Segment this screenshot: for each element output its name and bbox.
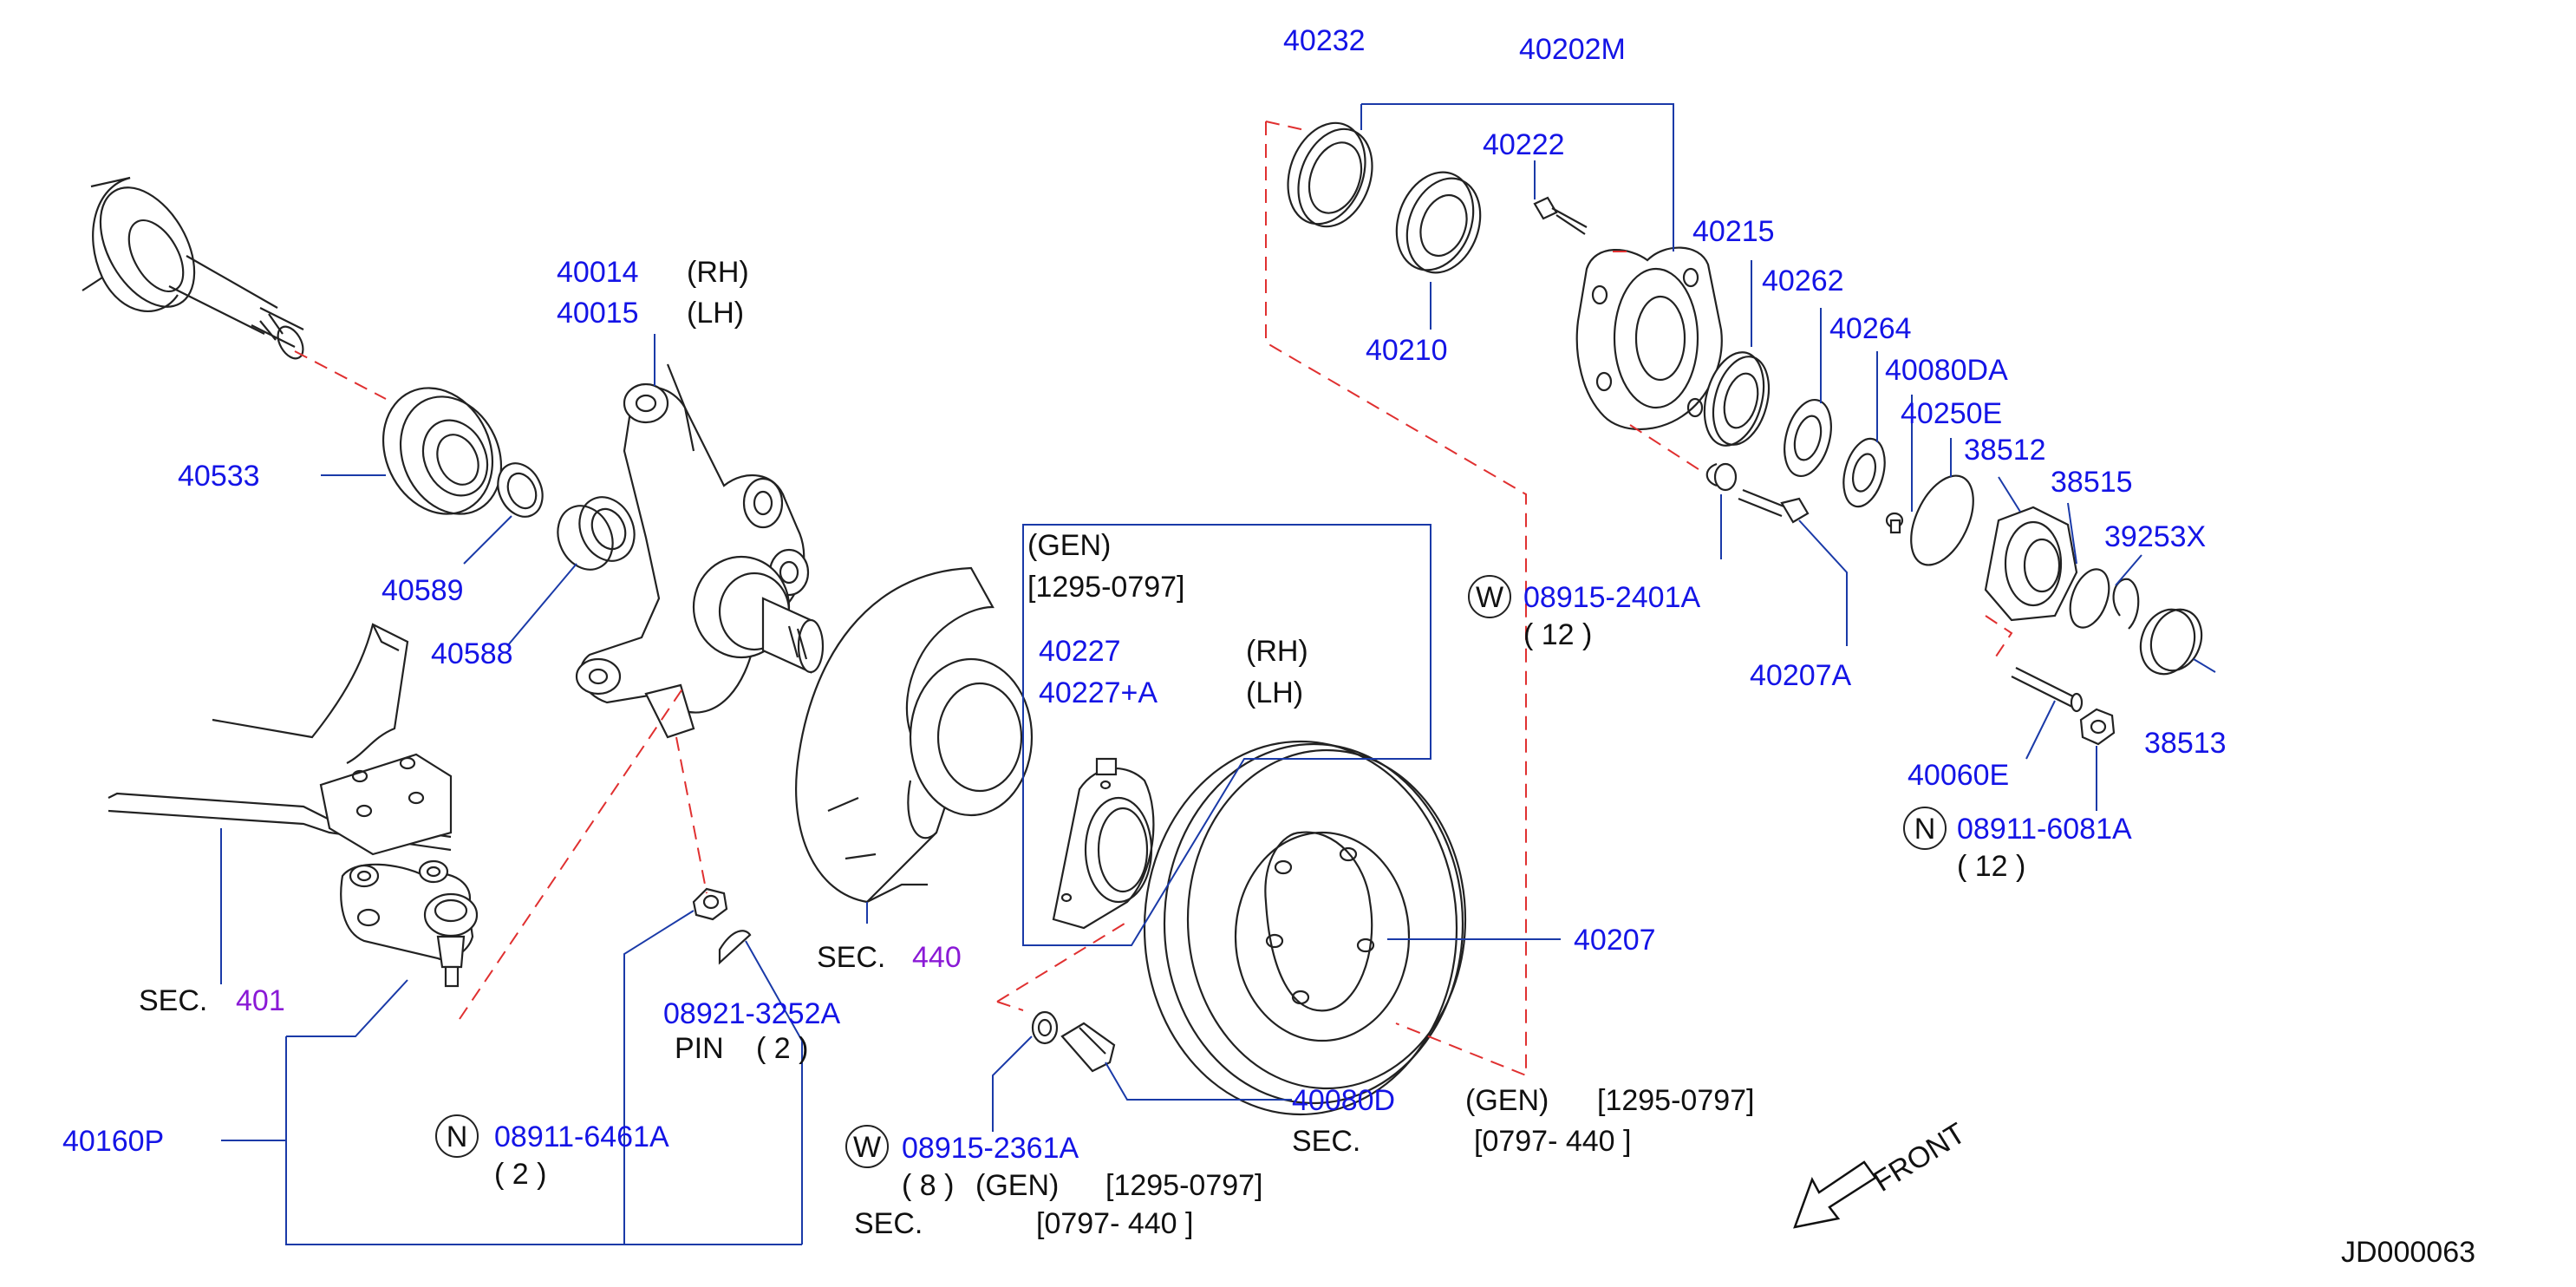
gasket-40250E-drawing (1910, 474, 1974, 566)
free-wheel-hub-38512-drawing (1984, 506, 2078, 622)
quantity-12-b: ( 12 ) (1957, 850, 2025, 883)
part-number-40080D[interactable]: 40080D (1292, 1084, 1395, 1117)
part-number-40589[interactable]: 40589 (382, 574, 464, 607)
nut-symbol-1: N (1914, 813, 1936, 846)
suspension-arm-drawing (108, 623, 453, 856)
label-range-2: [1295-0797] (1597, 1084, 1755, 1117)
front-direction-label: FRONT (1868, 1117, 1971, 1199)
part-number-38513[interactable]: 38513 (2144, 727, 2227, 760)
drive-shaft-drawing (82, 176, 304, 360)
seal-40589-drawing (497, 462, 544, 518)
label-gen-3: (GEN) (975, 1169, 1059, 1202)
section-ref-401[interactable]: 401 (236, 984, 285, 1017)
nut-symbol-2: N (447, 1120, 468, 1153)
nut-symbol-circle-1 (1903, 807, 1947, 850)
oil-seal-40232-drawing (1287, 121, 1373, 228)
washer-40262-drawing (1784, 398, 1832, 478)
hub-40202M-drawing (1575, 246, 1723, 430)
part-number-40232[interactable]: 40232 (1283, 24, 1366, 57)
part-number-40210[interactable]: 40210 (1366, 334, 1448, 367)
washer-symbol-1: W (1476, 581, 1503, 614)
label-lh-2: (LH) (1246, 676, 1303, 709)
bushing-40588-drawing (557, 496, 636, 571)
nut-08911-6081A-drawing (2079, 708, 2116, 746)
part-number-08911-6461A[interactable]: 08911-6461A (494, 1120, 669, 1153)
label-range-3b: [0797- 440 ] (1036, 1207, 1193, 1240)
dust-cover-drawing (795, 566, 1034, 904)
brake-disc-drawing (1143, 740, 1467, 1116)
part-number-39253X[interactable]: 39253X (2104, 520, 2206, 553)
part-number-40202M[interactable]: 40202M (1519, 33, 1626, 66)
quantity-2-b: ( 2 ) (494, 1158, 546, 1191)
diagram-code: JD000063 (2341, 1236, 2475, 1269)
bearing-40210-drawing (1395, 171, 1482, 274)
label-sec-2: SEC. (1292, 1125, 1360, 1158)
stud-40222-drawing (1533, 196, 1588, 235)
washer-symbol-circle-1 (1468, 575, 1511, 618)
part-number-40160P[interactable]: 40160P (62, 1125, 164, 1158)
section-ref-440[interactable]: 440 (912, 941, 962, 974)
part-number-08915-2401A[interactable]: 08915-2401A (1523, 581, 1701, 614)
part-number-40215[interactable]: 40215 (1692, 215, 1775, 248)
part-number-40014[interactable]: 40014 (557, 256, 639, 289)
part-number-40060E[interactable]: 40060E (1908, 759, 2009, 792)
part-number-40533[interactable]: 40533 (178, 460, 260, 493)
part-number-40250E[interactable]: 40250E (1901, 397, 2002, 430)
washer-08915-2401A-drawing (1705, 462, 1718, 487)
quantity-8: ( 8 ) (902, 1169, 954, 1202)
part-number-40262[interactable]: 40262 (1762, 265, 1844, 297)
label-sec-3: SEC. (854, 1207, 923, 1240)
caliper-plate-drawing (1052, 757, 1155, 930)
part-number-08911-6081A[interactable]: 08911-6081A (1957, 813, 2132, 846)
nut-symbol-circle-2 (435, 1114, 479, 1158)
gen-box-title: (GEN) (1027, 529, 1111, 562)
part-number-38515[interactable]: 38515 (2051, 466, 2133, 499)
gen-box-range: [1295-0797] (1027, 571, 1185, 604)
bolt-40207A-drawing (1713, 462, 1810, 524)
part-number-40227[interactable]: 40227 (1039, 635, 1121, 668)
part-number-40015[interactable]: 40015 (557, 297, 639, 330)
bearing-40533-drawing (382, 387, 503, 515)
part-number-40264[interactable]: 40264 (1829, 312, 1912, 345)
part-number-40207[interactable]: 40207 (1574, 924, 1656, 957)
label-gen-2: (GEN) (1465, 1084, 1549, 1117)
section-ref-401-prefix: SEC. (139, 984, 207, 1017)
snap-ring-38515-drawing (2069, 568, 2110, 629)
part-number-40588[interactable]: 40588 (431, 637, 513, 670)
screw-40080DA-drawing (1885, 512, 1904, 534)
lock-washer-40264-drawing (1842, 437, 1886, 508)
stud-40060E-drawing (2011, 667, 2084, 713)
label-range-3: [1295-0797] (1105, 1169, 1263, 1202)
part-number-40222[interactable]: 40222 (1483, 128, 1565, 161)
washer-symbol-2: W (853, 1131, 881, 1164)
snap-ring-39253X-drawing (2112, 578, 2140, 630)
knuckle-drawing (575, 363, 825, 739)
label-range-2b: [0797- 440 ] (1474, 1125, 1631, 1158)
castle-nut-drawing (692, 887, 752, 965)
label-rh-1: (RH) (687, 256, 749, 289)
part-number-08921-3252A[interactable]: 08921-3252A (663, 997, 841, 1030)
ball-joint-drawing (340, 859, 479, 988)
part-number-38512[interactable]: 38512 (1964, 434, 2046, 467)
bearing-40215-drawing (1703, 351, 1771, 447)
label-rh-2: (RH) (1246, 635, 1308, 668)
bolt-40080D-drawing (1031, 1010, 1116, 1073)
part-number-08915-2361A[interactable]: 08915-2361A (902, 1132, 1079, 1165)
washer-symbol-circle-2 (845, 1125, 889, 1168)
label-lh-1: (LH) (687, 297, 744, 330)
front-arrow-icon (1793, 1160, 1877, 1229)
quantity-2-a: ( 2 ) (756, 1032, 808, 1065)
label-pin: PIN (675, 1032, 724, 1065)
quantity-12-a: ( 12 ) (1523, 618, 1592, 651)
part-number-40207A[interactable]: 40207A (1750, 659, 1852, 692)
cap-38513-drawing (2139, 608, 2203, 676)
part-number-40080DA[interactable]: 40080DA (1885, 354, 2008, 387)
part-number-40227-A[interactable]: 40227+A (1039, 676, 1158, 709)
section-ref-440-prefix: SEC. (817, 941, 885, 974)
